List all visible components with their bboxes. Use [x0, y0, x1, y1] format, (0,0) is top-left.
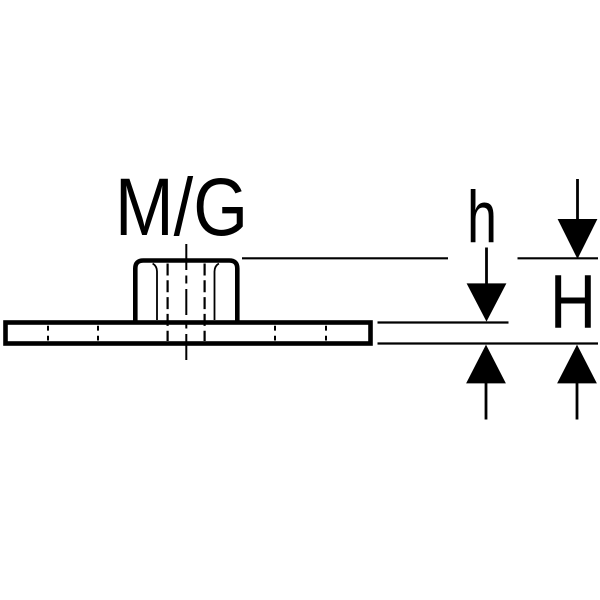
- dimension-H: [557, 179, 598, 420]
- extension-lines: [242, 257, 598, 345]
- dim-H-up-arrow-icon: [557, 344, 597, 384]
- plate-outline: [3, 320, 373, 346]
- dim-h-up-arrow-icon: [466, 344, 506, 384]
- fastening-plate: [3, 320, 373, 346]
- dim-h-label: h: [467, 177, 497, 258]
- dim-H-label: H: [550, 260, 596, 345]
- dim-H-down-arrow-icon: [557, 219, 598, 259]
- thread-label: M/G: [115, 162, 248, 253]
- dim-h-down-arrow-icon: [466, 283, 507, 322]
- dimension-h: [466, 247, 507, 420]
- nut-facet-line: [213, 262, 220, 320]
- nut-facet-line: [152, 262, 158, 320]
- weld-nut: [133, 244, 240, 361]
